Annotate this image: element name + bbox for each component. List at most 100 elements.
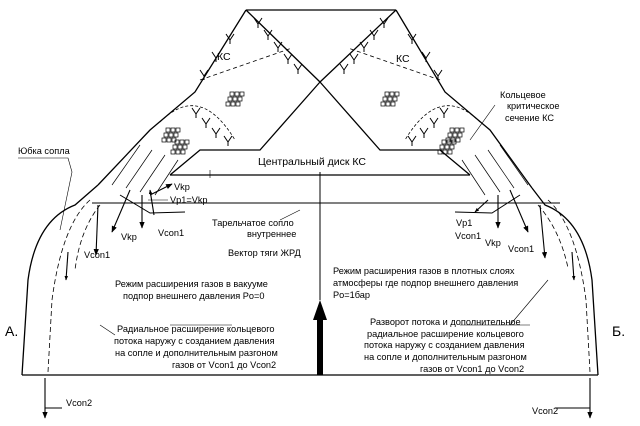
injector-plate-cell bbox=[177, 144, 183, 150]
label-radial-right-1: Разворот потока и дополнительное bbox=[370, 317, 521, 327]
injector-plate-cell bbox=[389, 91, 395, 97]
injector-icon bbox=[339, 63, 349, 74]
injector-icon bbox=[349, 53, 359, 64]
injector-plate-cell bbox=[163, 132, 169, 138]
label-vcon1-right-b: Vcon1 bbox=[508, 244, 534, 254]
injector-plate-cell bbox=[446, 139, 452, 145]
label-ring-critical-1: Кольцевое bbox=[500, 90, 546, 100]
injector-dashes bbox=[199, 47, 441, 81]
injector-plate-cell bbox=[447, 149, 453, 155]
label-vcon1-left-b: Vcon1 bbox=[84, 250, 110, 260]
injector-plate-cell bbox=[459, 127, 465, 133]
injector-plate-cell bbox=[444, 144, 450, 150]
injector-plate-cell bbox=[380, 101, 386, 107]
label-vcon1-right-a: Vcon1 bbox=[455, 231, 481, 241]
label-vcon2-right: Vcon2 bbox=[532, 406, 558, 416]
injector-plate-cell bbox=[454, 127, 460, 133]
injector-plate-cell bbox=[174, 139, 180, 145]
label-ks-left: КС bbox=[217, 51, 231, 63]
injector-plate-cell bbox=[451, 139, 457, 145]
injector-plate-cell bbox=[170, 127, 176, 133]
leader-lines bbox=[18, 104, 549, 336]
injector-icon bbox=[379, 17, 389, 28]
injector-icon bbox=[407, 33, 417, 44]
injector-plate-cell bbox=[175, 149, 181, 155]
injector-icon bbox=[407, 135, 417, 146]
injector-plate-cell bbox=[166, 137, 172, 143]
injector-plate-cell bbox=[170, 149, 176, 155]
label-plate-nozzle-2: внутреннее bbox=[247, 229, 296, 239]
injector-plate-cell bbox=[173, 132, 179, 138]
injector-icon bbox=[263, 29, 273, 40]
injector-icon bbox=[429, 117, 439, 128]
injector-plate-cell bbox=[387, 96, 393, 102]
injector-icon bbox=[225, 33, 235, 44]
injector-plate-cell bbox=[385, 101, 391, 107]
label-dense-mode-1: Режим расширения газов в плотных слоях bbox=[333, 266, 515, 276]
label-radial-left-3: на сопле и дополнительным разгоном bbox=[115, 348, 278, 358]
label-vcon1-left-a: Vcon1 bbox=[158, 228, 184, 238]
label-radial-right-3: потока наружу с созданием давления bbox=[364, 340, 525, 350]
label-vacuum-mode-2: подпор внешнего давления Po=0 bbox=[123, 291, 264, 301]
injector-icon bbox=[421, 51, 431, 62]
label-vp1-left: Vp1=Vkp bbox=[170, 195, 208, 205]
nozzle-skirt bbox=[21, 184, 599, 376]
injector-icon bbox=[191, 17, 449, 146]
injector-icon bbox=[253, 17, 263, 28]
injector-icon bbox=[359, 41, 369, 52]
injector-plate-cell bbox=[180, 149, 186, 155]
injector-plate-cell bbox=[457, 132, 463, 138]
label-side-b: Б. bbox=[612, 323, 625, 339]
injector-plate-cell bbox=[390, 101, 396, 107]
label-ring-critical-3: сечение КС bbox=[505, 113, 554, 123]
injector-plate-cell bbox=[442, 149, 448, 155]
injector-plate-cell bbox=[239, 91, 245, 97]
injector-icon bbox=[433, 69, 443, 80]
label-radial-left-2: потока наружу с созданием давления bbox=[114, 336, 275, 346]
injector-plate-cell bbox=[452, 132, 458, 138]
label-central-disk: Центральный диск КС bbox=[258, 156, 366, 168]
label-skirt: Юбка сопла bbox=[18, 146, 71, 156]
injector-plate-cell bbox=[227, 96, 233, 102]
label-radial-left-1: Радиальное расширение кольцевого bbox=[117, 324, 275, 334]
injector-plate-cell bbox=[437, 149, 443, 155]
injector-plate-cell bbox=[230, 101, 236, 107]
injector-plate-cell bbox=[172, 144, 178, 150]
label-plate-nozzle-1: Тарельчатое сопло bbox=[212, 218, 294, 228]
injector-plate-cell bbox=[234, 91, 240, 97]
label-radial-right-5: газов от Vcon1 до Vcon2 bbox=[420, 364, 524, 374]
injector-icon bbox=[223, 135, 233, 146]
injector-icon bbox=[199, 69, 209, 80]
injector-plate-cell bbox=[184, 139, 190, 145]
injector-icon bbox=[273, 41, 283, 52]
injector-plate-cell bbox=[392, 96, 398, 102]
injector-plate-cell bbox=[237, 96, 243, 102]
injector-plate bbox=[161, 91, 465, 155]
label-vkp-left-top: Vkp bbox=[174, 182, 190, 192]
injector-icon bbox=[283, 53, 293, 64]
label-vp1-right: Vp1 bbox=[456, 218, 472, 228]
injector-plate-cell bbox=[441, 139, 447, 145]
injector-plate-cell bbox=[175, 127, 181, 133]
label-dense-mode-2: атмосферы где подпор внешнего давления bbox=[333, 278, 518, 288]
injector-plate-cell bbox=[225, 101, 231, 107]
label-vcon2-left: Vcon2 bbox=[66, 398, 92, 408]
injector-icon bbox=[439, 107, 449, 118]
injector-icon bbox=[369, 29, 379, 40]
injector-plate-cell bbox=[439, 144, 445, 150]
plate-nozzle-line bbox=[92, 194, 560, 214]
label-radial-left-4: газов от Vcon1 до Vcon2 bbox=[172, 360, 276, 370]
injector-icon bbox=[211, 127, 221, 138]
injector-plate-cell bbox=[394, 91, 400, 97]
label-thrust-vector: Вектор тяги ЖРД bbox=[228, 248, 301, 258]
injector-icon bbox=[191, 107, 201, 118]
injector-plate-cell bbox=[229, 91, 235, 97]
label-vkp-right: Vkp bbox=[485, 238, 501, 248]
label-radial-right-2: радиальное расширение кольцевого bbox=[367, 329, 524, 339]
injector-plate-cell bbox=[161, 137, 167, 143]
label-dense-mode-3: Po=1бар bbox=[333, 290, 370, 300]
injector-plate-cell bbox=[449, 144, 455, 150]
injector-plate-cell bbox=[232, 96, 238, 102]
